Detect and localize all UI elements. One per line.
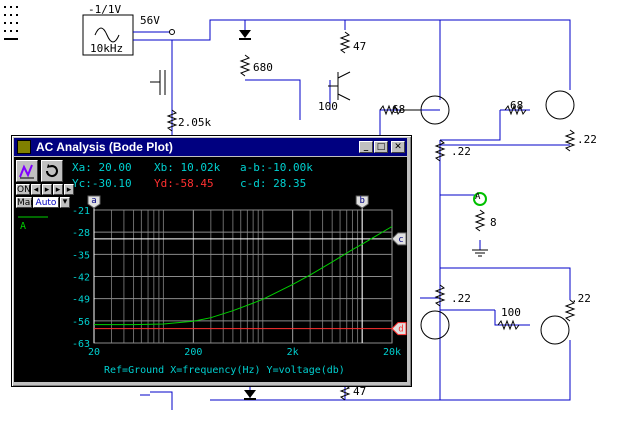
resistor-label: 100 — [318, 100, 338, 113]
supply-voltage-label: 56V — [140, 14, 160, 27]
resistor-label: 2.05k — [178, 116, 212, 129]
maximize-button[interactable]: □ — [374, 141, 388, 153]
source-frequency-label: 10kHz — [90, 42, 124, 55]
window-titlebar[interactable]: AC Analysis (Bode Plot) _ □ ✕ — [14, 138, 407, 156]
resistor-label: 100 — [501, 306, 521, 319]
x-tick-label: 20 — [88, 347, 100, 358]
bode-plot-window[interactable]: AC Analysis (Bode Plot) _ □ ✕ ON ◂ ▸ ▸ ▸… — [11, 135, 412, 387]
y-tick-label: -63 — [72, 339, 90, 350]
y-tick-label: -56 — [72, 317, 90, 328]
manual-button[interactable]: Man — [16, 197, 36, 208]
source-amplitude-label: -1/1V — [88, 3, 122, 16]
cursor-c-label: c — [398, 235, 403, 245]
step-end-icon[interactable]: ▸ — [64, 184, 74, 195]
refresh-icon — [45, 164, 58, 178]
minimize-button[interactable]: _ — [359, 141, 373, 153]
cursor-d-marker[interactable] — [391, 322, 407, 336]
series-a-line — [94, 226, 393, 326]
plot-area: ON ◂ ▸ ▸ ▸ Man Auto ▾ Xa: 20.00 Xb: 10.0… — [14, 157, 407, 382]
y-tick-label: -28 — [72, 228, 90, 239]
cursor-d-label: d — [398, 325, 403, 335]
resistor-label: .22 — [451, 145, 471, 158]
close-button[interactable]: ✕ — [391, 141, 405, 153]
trace-toggle-button[interactable] — [16, 160, 38, 182]
window-title: AC Analysis (Bode Plot) — [36, 140, 173, 154]
y-tick-label: -49 — [72, 295, 90, 306]
resistor-label: .22 — [571, 292, 591, 305]
resistor-label: 47 — [353, 385, 367, 398]
cursor-left-icon[interactable]: ◂ — [31, 184, 41, 195]
signal-source — [82, 14, 134, 56]
cursor-b-marker[interactable] — [355, 195, 369, 209]
y-tick-label: -42 — [72, 273, 90, 284]
cursor-a-marker[interactable] — [87, 195, 101, 209]
resistor-label: 68 — [510, 99, 524, 112]
readout-cd: c-d: 28.35 — [240, 177, 307, 190]
cursor-c-marker[interactable] — [391, 232, 407, 246]
node-a-label: A — [475, 192, 481, 202]
plot-grid — [93, 209, 393, 344]
readout-yd: Yd:-58.45 — [154, 177, 214, 190]
chevron-down-icon[interactable]: ▾ — [60, 197, 70, 208]
cursor-a-label: a — [91, 196, 96, 206]
on-button[interactable]: ON — [16, 184, 31, 195]
probe-a-icon[interactable] — [473, 192, 487, 206]
app-icon — [17, 140, 31, 154]
resistor-label: .22 — [577, 133, 597, 146]
y-tick-label: -35 — [72, 250, 90, 261]
plot-footer: Ref=Ground X=frequency(Hz) Y=voltage(db) — [104, 365, 345, 376]
step-right-icon[interactable]: ▸ — [53, 184, 63, 195]
refresh-button[interactable] — [41, 160, 63, 182]
legend-entry: A — [20, 221, 27, 232]
resistor-label: 47 — [353, 40, 367, 53]
legend-swatch — [18, 216, 48, 218]
cursor-b-label: b — [359, 196, 364, 206]
readout-yc: Yc:-30.10 — [72, 177, 132, 190]
plot-cursors: a b c d — [87, 195, 407, 343]
resistor-label: 68 — [392, 103, 406, 116]
waveform-icon — [19, 164, 34, 179]
y-tick-label: -21 — [72, 206, 90, 217]
readout-xb: Xb: 10.02k — [154, 161, 221, 174]
x-tick-label: 20k — [383, 347, 401, 358]
x-tick-label: 200 — [184, 347, 202, 358]
resistor-label: 680 — [253, 61, 273, 74]
cursor-right-icon[interactable]: ▸ — [42, 184, 52, 195]
resistor-label: 8 — [490, 216, 497, 229]
x-tick-label: 2k — [287, 347, 299, 358]
readout-xa: Xa: 20.00 — [72, 161, 132, 174]
resistor-label: .22 — [451, 292, 471, 305]
readout-ab: a-b:-10.00k — [240, 161, 313, 174]
auto-button[interactable]: Auto — [33, 197, 59, 208]
